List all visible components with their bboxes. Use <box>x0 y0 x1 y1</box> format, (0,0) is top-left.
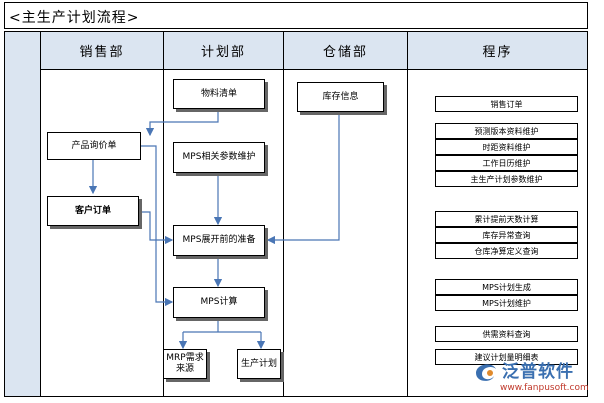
box-production-plan: 生产计划 <box>237 349 281 379</box>
brand-logo: 泛普软件 www.fanpusoft.com <box>472 357 600 399</box>
arrow-inquiry-to-calc <box>141 145 174 307</box>
arrow-order-to-prep <box>141 211 174 245</box>
box-product-inquiry: 产品询价单 <box>47 132 141 160</box>
box-customer-order: 客户订单 <box>47 196 139 226</box>
program-item: 累计提前天数计算 <box>435 211 578 227</box>
logo-swirl-icon <box>476 364 496 381</box>
lane-header-warehouse: 仓储部 <box>284 32 407 70</box>
program-item: MPS计划维护 <box>435 295 578 311</box>
program-item: 预测版本资料维护 <box>435 123 578 139</box>
box-mps-preprep: MPS展开前的准备 <box>173 225 265 256</box>
program-item: 销售订单 <box>435 96 578 112</box>
box-mps-calc: MPS计算 <box>173 287 265 318</box>
box-mrp-source: MRP需求来源 <box>163 349 207 379</box>
arrow-calc-split <box>183 318 261 333</box>
program-item: 供需资料查询 <box>435 326 578 342</box>
program-item: 建议计划量明细表 <box>435 349 578 365</box>
program-item: 主生产计划参数维护 <box>435 171 578 187</box>
lane-warehouse: 仓储部 <box>284 32 408 396</box>
program-item: 时距资料维护 <box>435 139 578 155</box>
lane-sales: 销售部 <box>41 32 164 396</box>
logo-name: 泛普软件 <box>502 362 574 382</box>
box-material-list: 物料清单 <box>173 79 265 109</box>
program-item: MPS计划生成 <box>435 279 578 295</box>
program-item: 工作日历维护 <box>435 155 578 171</box>
program-item: 仓库净算定义查询 <box>435 243 578 259</box>
arrow-inventory-to-prep <box>266 112 340 245</box>
lane-header-planning: 计划部 <box>164 32 283 70</box>
logo-url: www.fanpusoft.com <box>500 383 589 393</box>
program-item: 库存异常查询 <box>435 227 578 243</box>
swimlane-frame: 销售部 计划部 仓储部 程序 <box>4 31 588 397</box>
lane-program: 程序 <box>408 32 587 396</box>
title-bar: <主生产计划流程> <box>4 2 588 29</box>
arrow-material-to-inquiry <box>145 109 219 137</box>
side-strip <box>5 32 41 396</box>
lane-header-program: 程序 <box>408 32 587 70</box>
box-mps-params: MPS相关参数维护 <box>173 142 265 173</box>
lane-planning: 计划部 <box>164 32 284 396</box>
page-title: <主生产计划流程> <box>9 10 140 26</box>
box-inventory-info: 库存信息 <box>297 82 384 112</box>
lane-header-sales: 销售部 <box>41 32 163 70</box>
